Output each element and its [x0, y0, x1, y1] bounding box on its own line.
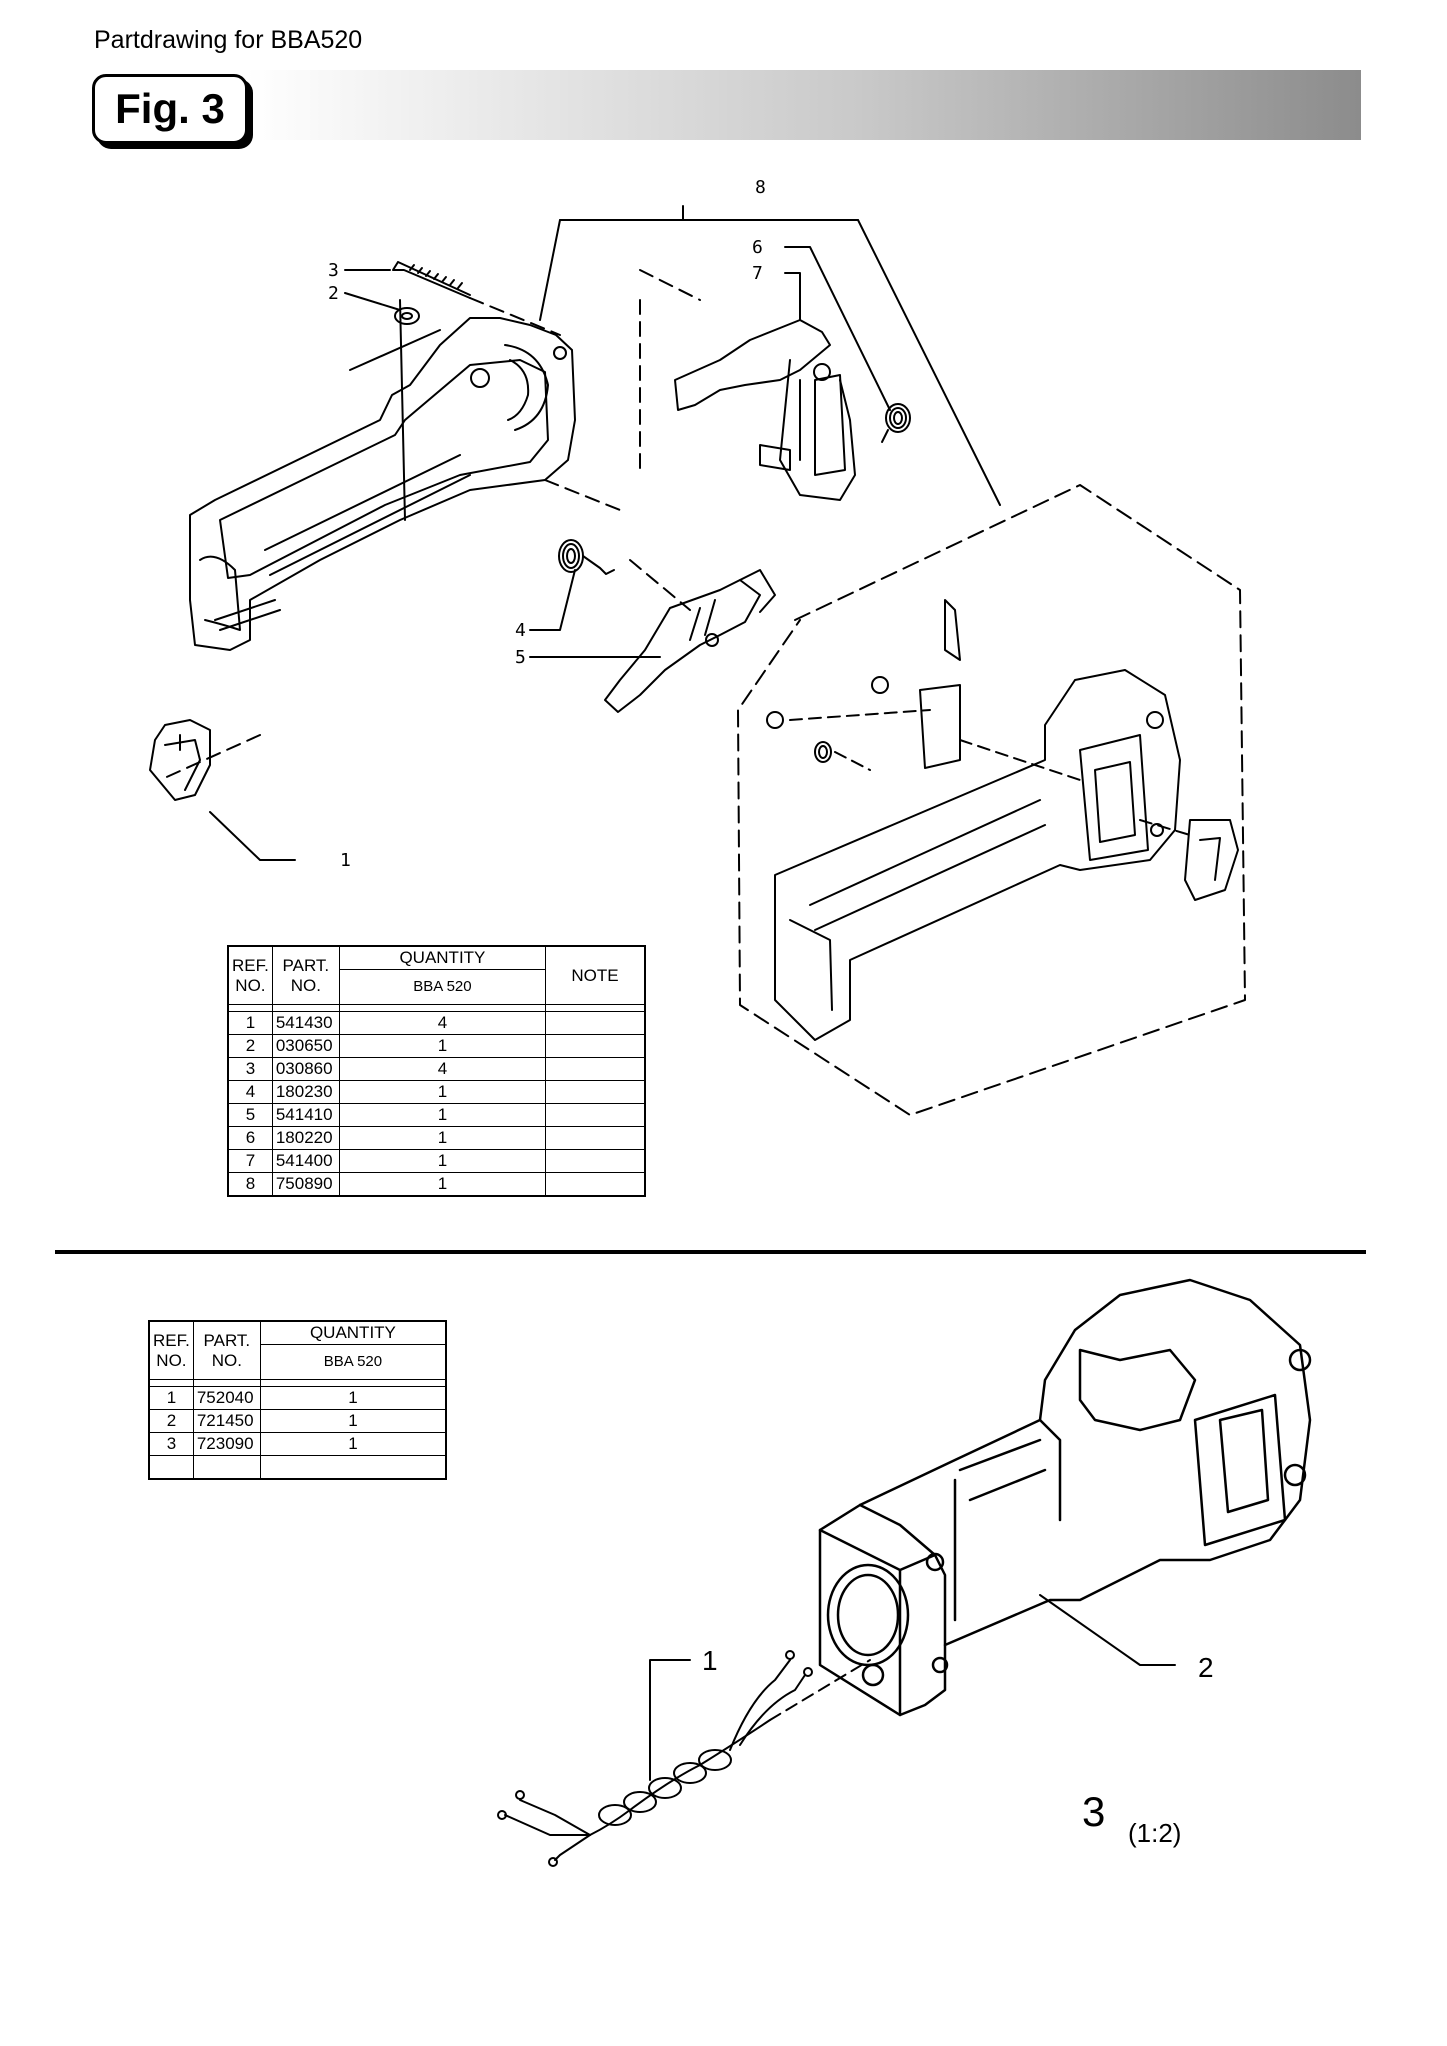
- callout-1-bottom: 1: [702, 1645, 718, 1676]
- document-title: Partdrawing for BBA520: [94, 26, 363, 54]
- callout-5: 5: [515, 647, 526, 668]
- spring-4: [558, 539, 615, 575]
- callout-6: 6: [752, 237, 763, 258]
- header-part: PART.NO.: [271, 945, 340, 1005]
- header-note: NOTE: [545, 945, 646, 1005]
- callout-1-top: 1: [340, 850, 351, 871]
- header-model: BBA 520: [259, 1344, 447, 1380]
- scale-ratio: (1:2): [1128, 1818, 1182, 1848]
- header-model: BBA 520: [338, 969, 547, 1005]
- header-part: PART.NO.: [192, 1320, 261, 1380]
- figure-label: Fig. 3: [92, 74, 248, 144]
- header-quantity: QUANTITY: [259, 1320, 447, 1345]
- spring-6: [881, 403, 911, 443]
- handle-housing-bottom: [818, 1278, 1312, 1717]
- header-ref: REF.NO.: [227, 945, 273, 1005]
- table-row: [148, 1455, 447, 1480]
- callout-2: 2: [328, 283, 339, 304]
- subassembly-box: [737, 484, 1246, 1116]
- section-divider: [55, 1250, 1366, 1254]
- lever-assembly: [674, 319, 856, 501]
- callout-7: 7: [752, 263, 763, 284]
- cable-harness: [497, 1650, 813, 1867]
- trigger-5: [604, 569, 776, 713]
- handle-body-right: [766, 599, 1239, 1041]
- callout-2-bottom: 2: [1198, 1652, 1214, 1683]
- header-ref: REF.NO.: [148, 1320, 194, 1380]
- header-quantity: QUANTITY: [338, 945, 547, 970]
- callout-4: 4: [515, 620, 526, 641]
- figure-banner: [246, 70, 1361, 140]
- parts-table-top: REF.NO. PART.NO. QUANTITY NOTE BBA 520 1…: [227, 945, 646, 1197]
- scale-number: 3: [1082, 1788, 1106, 1835]
- handle-half-left: [189, 299, 576, 651]
- callout-8: 8: [755, 177, 766, 198]
- cap-1: [149, 719, 211, 801]
- callout-3: 3: [328, 260, 339, 281]
